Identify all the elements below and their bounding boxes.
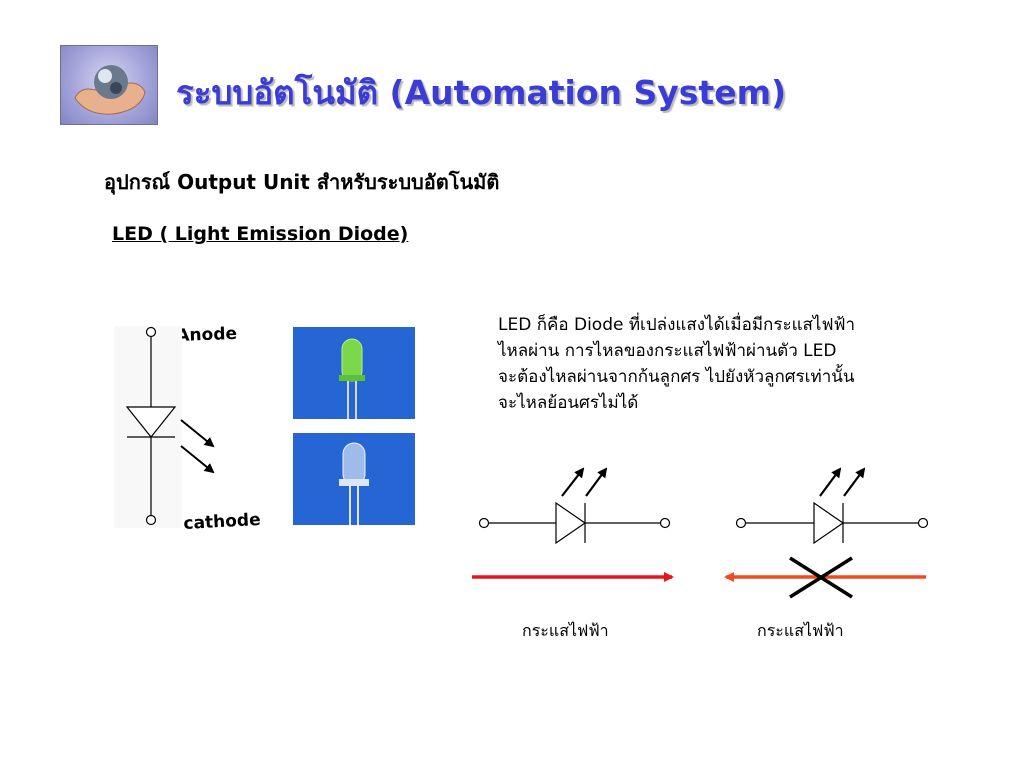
page-title: ระบบอัตโนมัติ (Automation System) xyxy=(176,73,787,112)
cathode-label: cathode xyxy=(183,509,262,534)
description-line: ไหลผ่าน การไหลของกระแสไฟฟ้าผ่านตัว LED xyxy=(498,341,837,361)
description-line: จะไหลย้อนศรไม่ได้ xyxy=(498,393,639,413)
description-line: จะต้องไหลผ่านจากก้นลูกศร ไปยังหัวลูกศรเท… xyxy=(498,367,855,387)
reverse-current-label: กระแสไฟฟ้า xyxy=(757,621,844,640)
blocked-cross-icon xyxy=(789,556,853,599)
logo xyxy=(60,45,158,125)
led-description: LED ก็คือ Diode ที่เปล่งแสงได้เมื่อมีกระ… xyxy=(498,312,968,416)
led-symbol xyxy=(114,326,215,528)
forward-current-label: กระแสไฟฟ้า xyxy=(522,621,609,640)
clear-led-photo xyxy=(293,433,415,525)
anode-label: Anode xyxy=(176,323,238,346)
forward-diode xyxy=(478,467,671,545)
section-subtitle: อุปกรณ์ Output Unit สำหรับระบบอัตโนมัติ xyxy=(104,170,500,194)
led-heading: LED ( Light Emission Diode) xyxy=(112,223,409,245)
reverse-diode xyxy=(735,467,929,545)
description-line: LED ก็คือ Diode ที่เปล่งแสงได้เมื่อมีกระ… xyxy=(498,315,856,335)
hand-globe-icon xyxy=(74,65,146,115)
green-led-photo xyxy=(293,327,415,419)
